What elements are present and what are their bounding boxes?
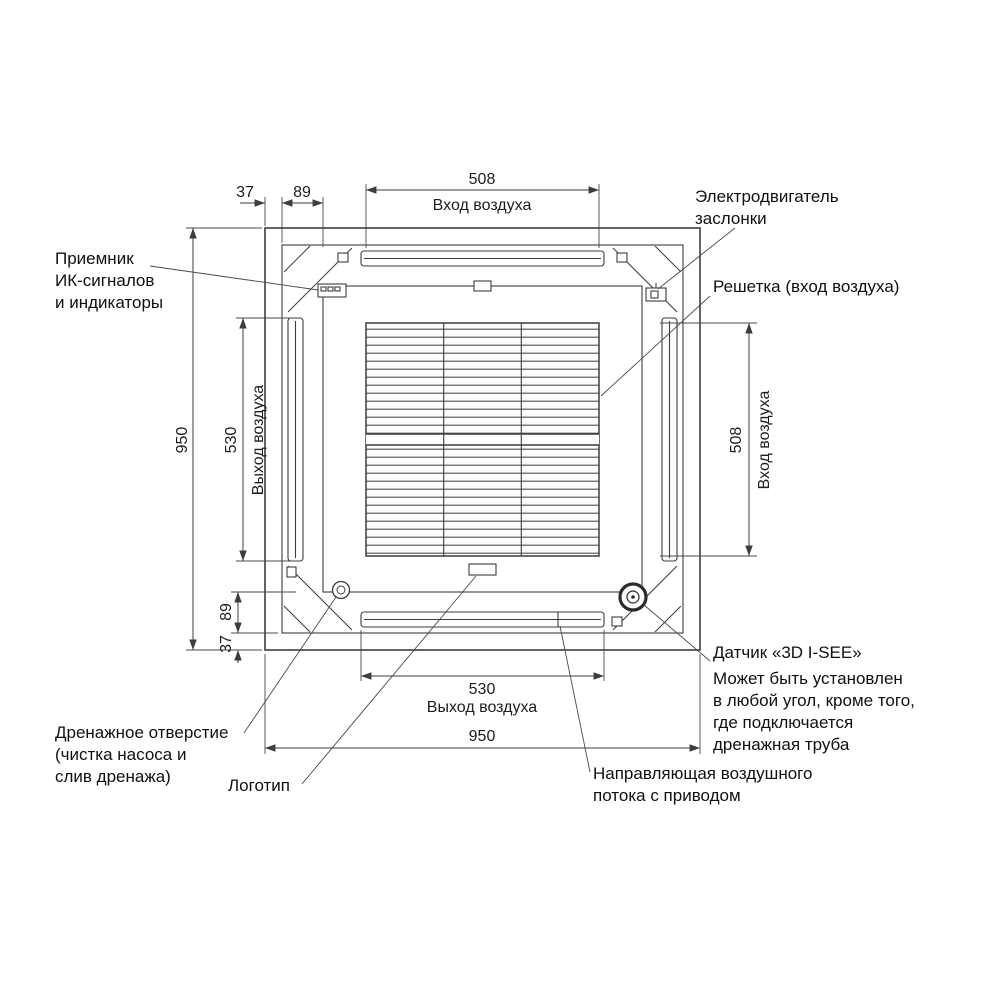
inlet-grille bbox=[365, 322, 600, 557]
leader-grille bbox=[600, 295, 711, 397]
ir-receiver-indicators bbox=[317, 283, 347, 298]
latch-top-right bbox=[616, 252, 628, 263]
damper-motor bbox=[645, 283, 667, 302]
label-damper-motor-line2: заслонки bbox=[695, 209, 767, 228]
leader-isee-sensor bbox=[643, 604, 711, 662]
isee-sensor bbox=[618, 582, 648, 612]
dim-top-508: 508 bbox=[469, 171, 496, 188]
label-isee-line2: в любой угол, кроме того, bbox=[713, 691, 915, 710]
dim-bottom-530-flow: Выход воздуха bbox=[427, 699, 538, 716]
dimension-extension-lines bbox=[186, 184, 757, 754]
dim-top-89: 89 bbox=[293, 184, 311, 201]
label-damper-motor-line1: Электродвигатель bbox=[695, 187, 839, 206]
panel-inner-frame bbox=[281, 244, 684, 634]
latch-top-left bbox=[337, 252, 349, 263]
latch-bottom-right bbox=[611, 616, 623, 627]
label-ir-line1: Приемник bbox=[55, 249, 134, 268]
dim-left-530-flow: Выход воздуха bbox=[250, 385, 267, 496]
panel-structure bbox=[264, 227, 701, 651]
dim-left-89: 89 bbox=[218, 603, 235, 621]
callout-leader-lines bbox=[149, 227, 736, 785]
outlet-slot-right bbox=[661, 317, 678, 562]
label-ir-line2: ИК-сигналов bbox=[55, 271, 154, 290]
label-isee-line3: где подключается bbox=[713, 713, 853, 732]
label-drain-line3: слив дренажа) bbox=[55, 767, 171, 786]
outlet-slot-top bbox=[360, 250, 605, 267]
label-drain-line1: Дренажное отверстие bbox=[55, 723, 229, 742]
label-isee-line4: дренажная труба bbox=[713, 735, 850, 754]
top-center-tab bbox=[473, 280, 492, 292]
dimension-labels: 508 Вход воздуха 37 89 950 530 Выход воз… bbox=[174, 171, 773, 745]
label-logo: Логотип bbox=[228, 776, 290, 795]
logo-plate bbox=[468, 563, 497, 576]
label-isee-line1: Может быть установлен bbox=[713, 669, 903, 688]
label-grille: Решетка (вход воздуха) bbox=[713, 277, 899, 296]
panel-outline bbox=[264, 227, 701, 651]
label-ir-line3: и индикаторы bbox=[55, 293, 163, 312]
dim-bottom-530: 530 bbox=[469, 681, 496, 698]
leader-logo bbox=[301, 575, 477, 785]
outlet-slot-left bbox=[287, 317, 304, 562]
dim-right-508: 508 bbox=[728, 427, 745, 454]
leader-air-guide bbox=[559, 625, 591, 773]
dim-bottom-950: 950 bbox=[469, 728, 496, 745]
grille-middle-band bbox=[366, 434, 599, 445]
dim-right-508-flow: Вход воздуха bbox=[756, 391, 773, 490]
label-drain-line2: (чистка насоса и bbox=[55, 745, 186, 764]
dim-top-37: 37 bbox=[236, 184, 254, 201]
dim-left-530: 530 bbox=[223, 427, 240, 454]
label-air-guide-line2: потока с приводом bbox=[593, 786, 741, 805]
drain-hole bbox=[331, 580, 351, 600]
dim-top-508-flow: Вход воздуха bbox=[433, 197, 532, 214]
leader-damper-motor bbox=[657, 227, 736, 290]
leader-drain-hole bbox=[243, 596, 337, 734]
leader-ir-receiver bbox=[149, 265, 319, 291]
dim-left-950: 950 bbox=[174, 427, 191, 454]
callout-labels: Электродвигатель заслонки Приемник ИК-си… bbox=[55, 187, 915, 805]
air-outlet-slots bbox=[287, 250, 678, 628]
outlet-slot-bottom bbox=[360, 611, 605, 628]
label-isee-title: Датчик «3D I-SEE» bbox=[713, 643, 862, 662]
label-air-guide-line1: Направляющая воздушного bbox=[593, 764, 812, 783]
dimension-lines bbox=[189, 186, 753, 752]
latch-bottom-left bbox=[286, 566, 297, 578]
panel-components bbox=[286, 252, 667, 627]
dim-left-37: 37 bbox=[218, 635, 235, 653]
